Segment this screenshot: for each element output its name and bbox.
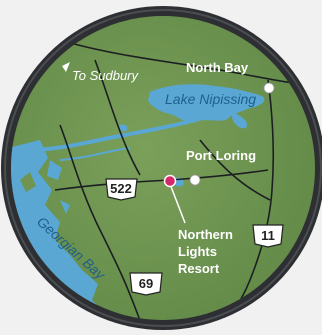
highway-shield-69: 69 xyxy=(129,272,163,296)
road-to-sudbury xyxy=(59,39,301,85)
north-bay-label: North Bay xyxy=(186,60,249,75)
port-loring-dot xyxy=(189,174,201,186)
port-loring-label: Port Loring xyxy=(186,148,256,163)
lake-nipissing-label: Lake Nipissing xyxy=(165,91,256,107)
resort-leader-line xyxy=(169,183,186,224)
sudbury-arrow-icon xyxy=(62,62,70,72)
lake-nipissing-water xyxy=(148,84,265,123)
svg-text:522: 522 xyxy=(110,181,132,196)
river-waterway xyxy=(34,118,196,152)
resort-label-line2: Lights xyxy=(178,244,217,259)
resort-label-line3: Resort xyxy=(178,261,220,276)
svg-text:11: 11 xyxy=(261,228,275,243)
to-sudbury-label: To Sudbury xyxy=(72,68,140,83)
north-bay-dot xyxy=(263,82,275,94)
highway-shield-11: 11 xyxy=(252,224,284,248)
resort-label-line1: Northern xyxy=(178,227,233,242)
road-hwy-69 xyxy=(59,124,146,320)
svg-text:69: 69 xyxy=(139,276,153,291)
resort-marker xyxy=(163,174,177,188)
highway-shield-522: 522 xyxy=(105,178,138,201)
